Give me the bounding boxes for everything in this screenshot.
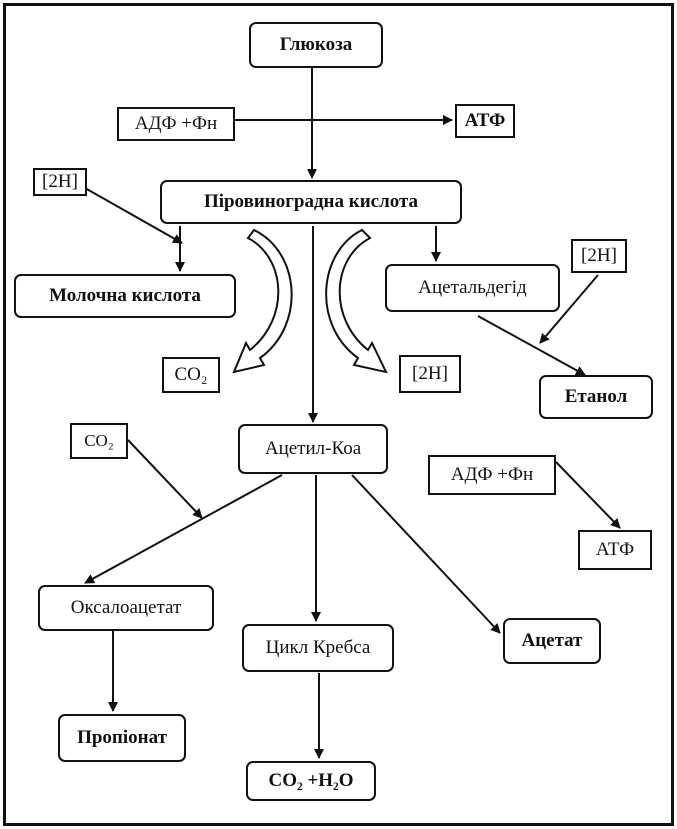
node-atp-top: АТФ [455,104,515,138]
arrow-acetylcoa-to-acetate [351,474,501,634]
node-ethanol: Етанол [539,375,653,419]
arrow-co2-to-oxaloacetate-path [127,439,203,519]
curved-arrow-2h-release [325,228,388,374]
node-co2-mid: CO₂ [162,357,220,393]
curved-arrow-co2-release [232,228,293,374]
node-2h-right: [2H] [571,239,627,273]
arrow-2h-to-lactic-path [84,187,183,244]
node-acetaldehyde: Ацетальдегід [385,264,560,312]
node-acetate: Ацетат [503,618,601,664]
node-2h-mid: [2H] [399,355,461,393]
node-acetyl-coa: Ацетил-Коа [238,424,388,474]
node-adp-fn-top: АДФ +Фн [117,107,235,141]
arrow-2h-to-ethanol-path [539,274,599,344]
node-pyruvic-acid: Піровиноградна кислота [160,180,462,224]
node-2h-left: [2H] [33,168,87,196]
arrow-acetylcoa-to-oxaloacetate [84,474,283,584]
node-co2-left: CO₂ [70,423,128,459]
node-adp-fn-right: АДФ +Фн [428,455,556,495]
arrow-acetaldehyde-to-ethanol [477,315,586,376]
node-glucose: Глюкоза [249,22,383,68]
node-atp-right: АТФ [578,530,652,570]
node-co2-h2o: CO₂ +H₂O [246,761,376,801]
node-oxaloacetate: Оксалоацетат [38,585,214,631]
node-lactic-acid: Молочна кислота [14,274,236,318]
node-krebs-cycle: Цикл Кребса [242,624,394,672]
arrow-adp-to-atp-right [555,461,621,529]
node-propionate: Пропіонат [58,714,186,762]
